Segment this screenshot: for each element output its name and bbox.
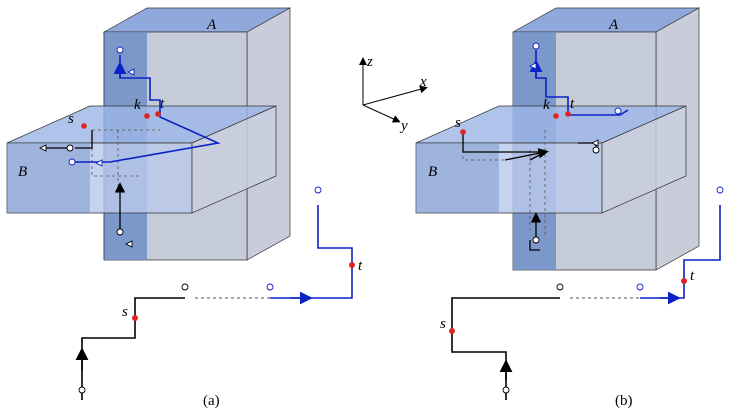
hidden-edges-b <box>462 130 546 235</box>
axes-triad <box>359 57 428 123</box>
unfold-t-a <box>349 262 355 268</box>
axis-x-label: x <box>419 74 427 90</box>
label-a-block-b: A <box>608 17 619 33</box>
agent-icons-a <box>38 46 135 248</box>
point-t-a <box>155 111 161 117</box>
path-a-blue <box>72 55 221 163</box>
unfold-t-b <box>681 278 687 284</box>
unfold-label-t-a: t <box>358 258 363 274</box>
agent-icons-b <box>528 42 622 244</box>
unfold-label-s-b: s <box>440 316 446 332</box>
panel-b: A B s k t s t (b) <box>415 7 724 409</box>
unfolded-path-b <box>451 186 724 400</box>
point-s-a <box>81 123 87 129</box>
panel-a: A B s k t s t (a) <box>6 7 363 409</box>
label-a-block: A <box>206 17 217 33</box>
caption-a: (a) <box>203 393 220 409</box>
label-b-block-b: B <box>428 164 437 180</box>
axis-z-label: z <box>366 54 373 70</box>
label-s-a: s <box>68 111 74 127</box>
label-k-a: k <box>134 97 141 113</box>
label-s-b: s <box>455 115 461 131</box>
points-b <box>460 111 571 135</box>
unfold-label-t-b: t <box>690 268 695 284</box>
label-k-b: k <box>543 97 550 113</box>
label-t-a: t <box>160 96 165 112</box>
point-t-b <box>565 111 571 117</box>
block-b <box>6 105 277 214</box>
points-a <box>81 111 161 129</box>
caption-b: (b) <box>615 393 633 409</box>
point-s-b <box>460 129 466 135</box>
point-k-a <box>144 113 150 119</box>
point-k-b <box>553 113 559 119</box>
unfold-s-a <box>132 315 138 321</box>
unfolded-path-a <box>75 186 353 400</box>
label-b-block: B <box>18 164 27 180</box>
unfold-label-s-a: s <box>122 304 128 320</box>
axis-y-label: y <box>399 118 408 134</box>
unfold-s-b <box>449 328 455 334</box>
label-t-b: t <box>570 96 575 112</box>
